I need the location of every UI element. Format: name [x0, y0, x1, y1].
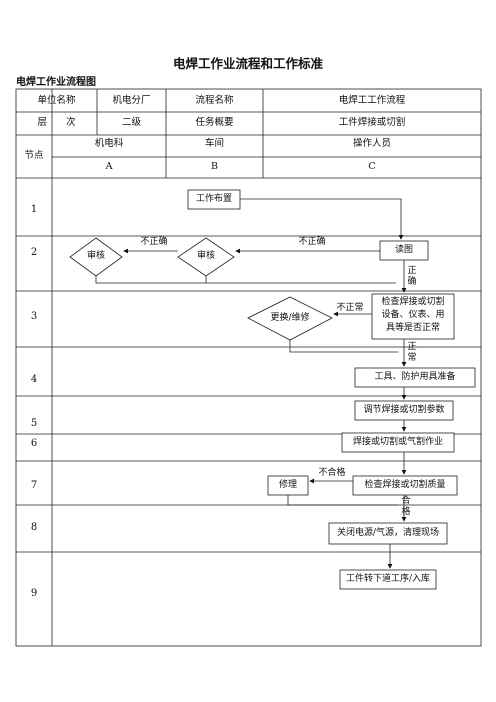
unit-value: 机电分厂: [112, 95, 151, 106]
process-value: 电焊工工作流程: [338, 95, 406, 106]
close-power-text: 关闭电源/气源，清理现场: [336, 528, 440, 538]
table-grid: [15, 88, 482, 647]
review-b-text: 审核: [196, 251, 215, 261]
row-number-8: 8: [30, 522, 38, 533]
row-number-6: 6: [30, 438, 38, 449]
replace-repair-text: 更换/维修: [270, 313, 310, 323]
row-number-2: 2: [30, 247, 38, 258]
col-c-label: 操作人员: [352, 138, 391, 149]
row-number-4: 4: [30, 374, 38, 385]
level-value: 二级: [121, 117, 141, 128]
welding-work-box: [341, 432, 455, 453]
task-value: 工件焊接或切割: [338, 117, 406, 128]
row-number-9: 9: [30, 588, 38, 599]
row-number-3: 3: [30, 311, 38, 322]
repair-text: 修理: [278, 480, 297, 490]
incorrect-label-2: 不正确: [298, 237, 326, 247]
level-label: 层 次: [37, 117, 76, 128]
row-number-5: 5: [30, 418, 38, 429]
prepare-tools-text: 工具、防护用具准备: [374, 372, 456, 382]
process-label: 流程名称: [195, 95, 234, 106]
col-b-letter: B: [211, 161, 218, 172]
check-equipment-line-1: 检查焊接或切割: [381, 297, 445, 307]
col-c-letter: C: [368, 161, 376, 172]
check-equipment-line-3: 具等是否正常: [385, 323, 440, 333]
unit-label: 单位名称: [37, 95, 76, 106]
unqualified-label: 不合格: [318, 468, 346, 478]
col-a-label: 机电科: [94, 138, 124, 149]
flow-connectors: [95, 198, 407, 569]
work-assign-text: 工作布置: [195, 194, 232, 204]
col-a-letter: A: [105, 161, 113, 172]
transfer-text: 工件转下道工序/入库: [345, 574, 431, 584]
incorrect-label-1: 不正确: [140, 237, 168, 247]
abnormal-label: 不正常: [336, 303, 364, 313]
transfer-box: [339, 569, 437, 590]
normal-label: 正常: [407, 342, 417, 364]
prepare-tools-box: [354, 367, 476, 388]
check-quality-box: [352, 475, 458, 496]
correct-label-1: 正确: [407, 266, 417, 288]
close-power-box: [328, 522, 448, 545]
check-equipment-box: [371, 293, 455, 340]
check-equipment-line-2: 设备、仪表、用: [381, 310, 445, 320]
work-assign-box: [187, 189, 241, 210]
check-quality-text: 检查焊接或切割质量: [364, 480, 446, 490]
adjust-params-text: 调节焊接或切割参数: [363, 405, 445, 415]
node-label: 节点: [24, 150, 44, 161]
page-subtitle: 电焊工作业流程图: [16, 77, 96, 88]
task-label: 任务概要: [195, 117, 234, 128]
col-b-label: 车间: [204, 138, 224, 149]
page-title: 电焊工作业流程和工作标准: [172, 56, 323, 71]
row-number-1: 1: [30, 204, 38, 215]
qualified-label: 合格: [401, 496, 411, 518]
review-a-text: 审核: [86, 251, 105, 261]
welding-work-text: 焊接或切割或气割作业: [352, 437, 443, 447]
read-drawing-text: 读图: [394, 245, 413, 255]
row-number-7: 7: [30, 480, 38, 491]
